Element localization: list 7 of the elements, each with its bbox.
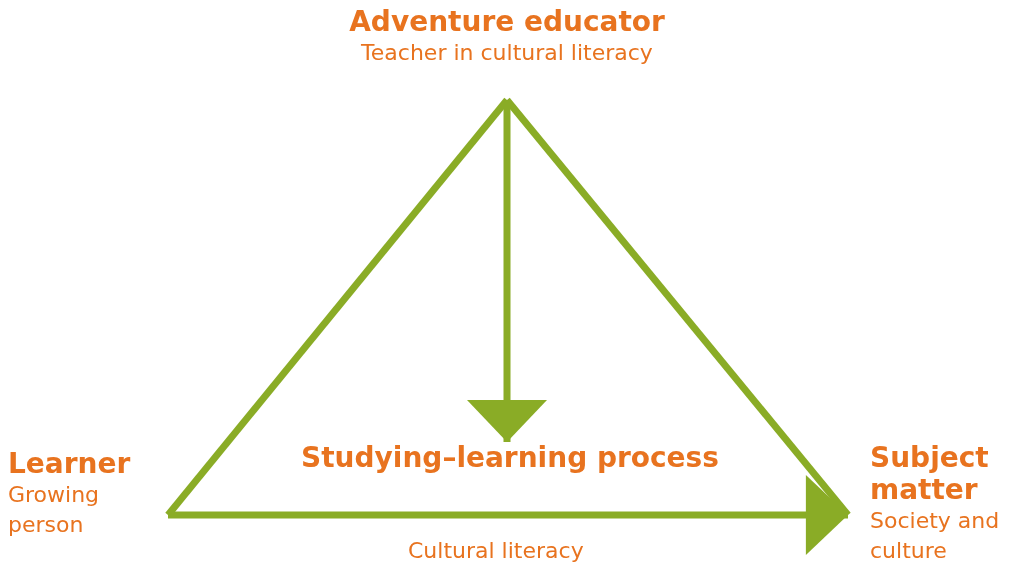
node-heading: Subject matter xyxy=(870,442,990,506)
node-subtitle: Society and culture xyxy=(870,507,1001,565)
node-heading: Studying–learning process xyxy=(300,442,720,474)
node-heading: Adventure educator xyxy=(348,6,666,38)
node-heading: Learner xyxy=(8,448,132,480)
node-subtitle: Growing person xyxy=(8,481,101,539)
node-subtitle: Teacher in cultural literacy xyxy=(360,39,654,67)
